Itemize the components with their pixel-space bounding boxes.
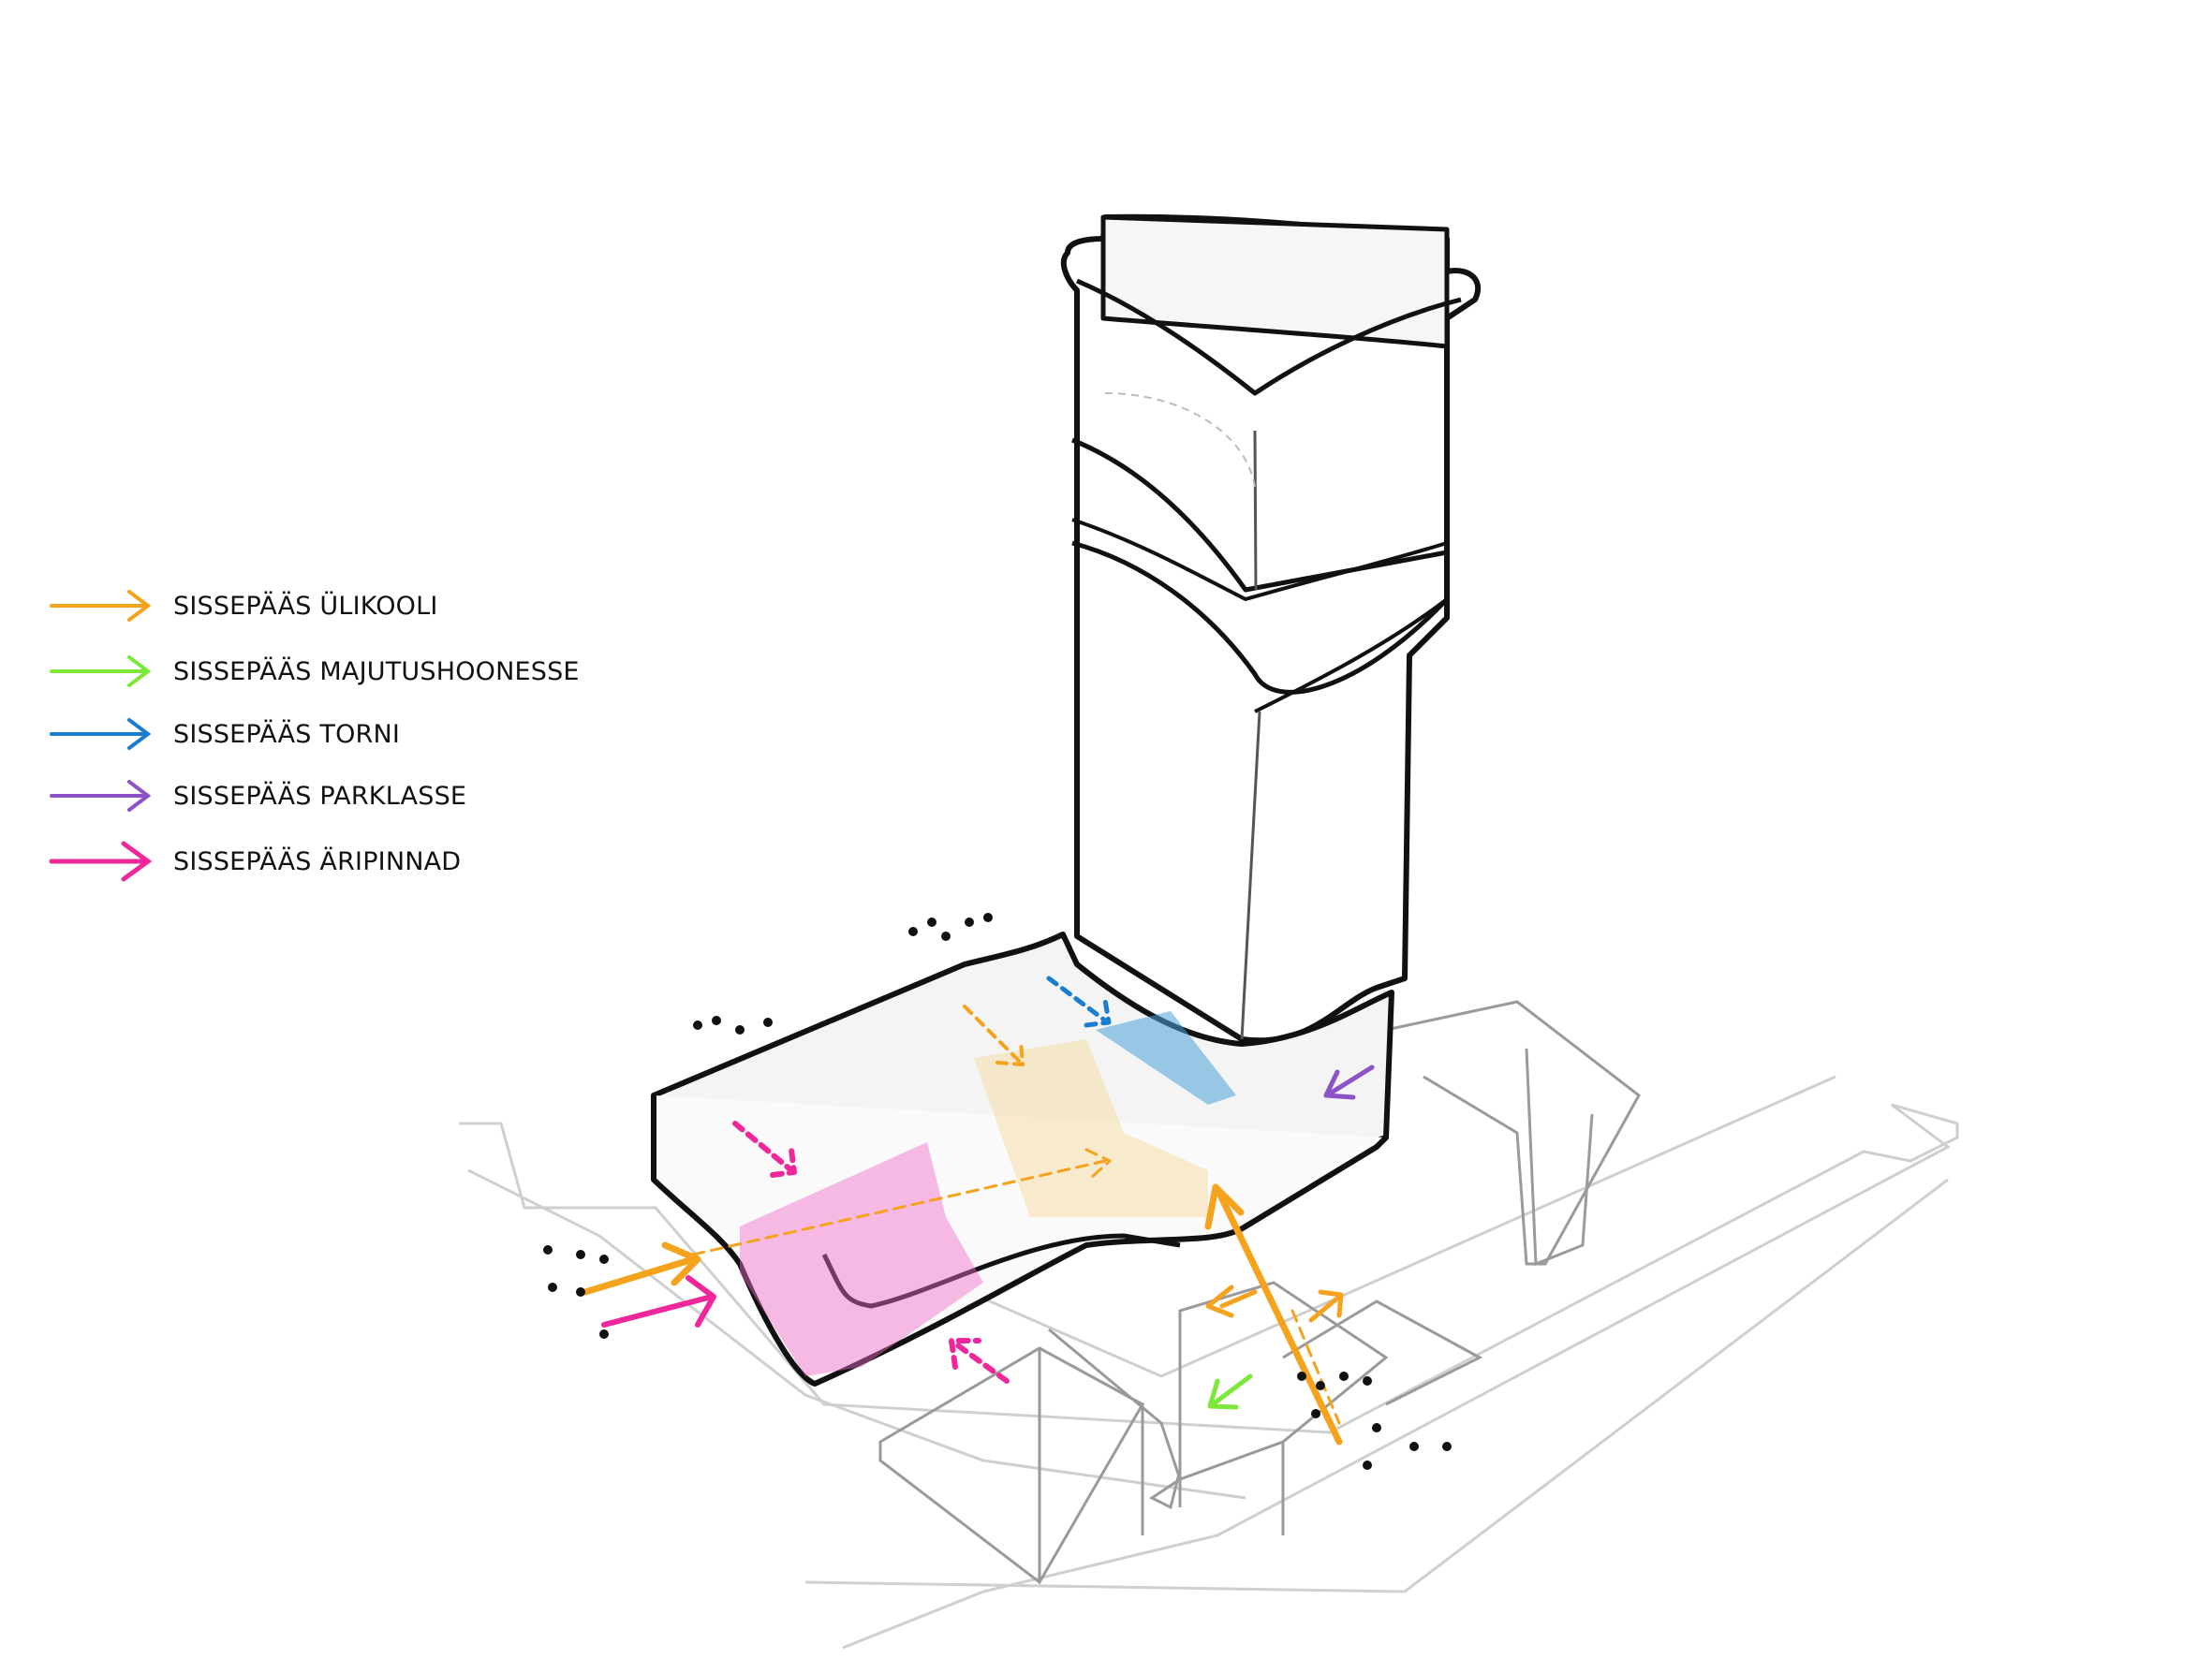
legend-label: SISSEPÄÄS ÜLIKOOLI — [173, 591, 438, 621]
green-arrow-icon — [50, 655, 152, 687]
legend-item-retail: SISSEPÄÄS ÄRIPINNAD — [47, 838, 461, 885]
arrow-accommodation — [1207, 1373, 1253, 1410]
pink-arrow-icon — [49, 841, 153, 882]
arrow-retail — [601, 1121, 1010, 1384]
tower-lobby-zone — [1096, 1011, 1236, 1105]
arrow-university — [582, 1005, 1344, 1446]
legend-label: SISSEPÄÄS PARKLASSE — [173, 781, 467, 811]
legend-item-university: SISSEPÄÄS ÜLIKOOLI — [47, 582, 438, 629]
arrow-tower — [1046, 976, 1112, 1028]
entrance-arrows — [582, 976, 1375, 1446]
blue-arrow-icon — [50, 718, 152, 750]
legend-label: SISSEPÄÄS TORNI — [173, 719, 401, 749]
arrow-parking — [1323, 1064, 1375, 1100]
retail-zone — [740, 1142, 983, 1376]
legend-item-parking: SISSEPÄÄS PARKLASSE — [47, 772, 466, 819]
podium — [651, 932, 1394, 1387]
orange-arrow-icon — [50, 590, 152, 622]
university-atrium-zone — [974, 1039, 1208, 1217]
legend-label: SISSEPÄÄS ÄRIPINNAD — [173, 846, 462, 876]
legend-item-accommodation: SISSEPÄÄS MAJUTUSHOONESSE — [47, 648, 580, 695]
neighbour-buildings — [878, 1000, 1641, 1585]
tower — [1060, 213, 1482, 1044]
legend-item-tower: SISSEPÄÄS TORNI — [47, 711, 400, 757]
legend-label: SISSEPÄÄS MAJUTUSHOONESSE — [173, 656, 580, 686]
purple-arrow-icon — [50, 780, 152, 812]
people-figures — [543, 913, 1452, 1470]
